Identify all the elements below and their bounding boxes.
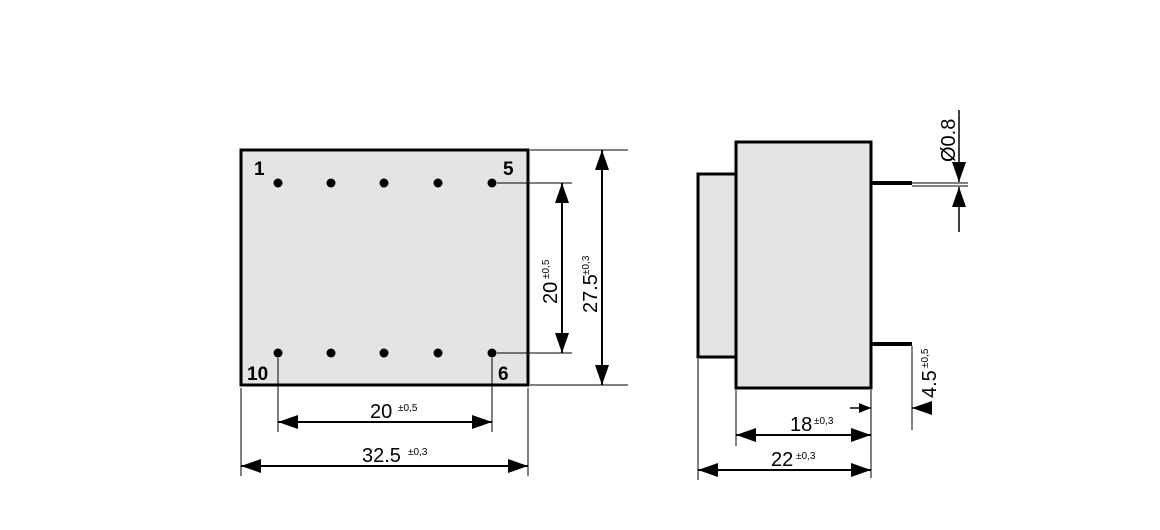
dim-value-pin-row-spacing: 20 [370,401,392,423]
pin-dot [433,178,443,188]
dim-label-overall-height: 27.5 ±0,3 [580,255,602,313]
pin-label-6: 6 [498,364,509,385]
dim-tol-overall-height: ±0,3 [581,255,592,275]
dim-value-body-depth: 18 [790,414,812,436]
pin-label-5: 5 [503,159,514,180]
dim-label-pin-pitch-vertical: 20 ±0,5 [540,259,562,304]
pin-label-1: 1 [254,159,265,180]
pin-row-bottom [273,348,497,358]
dim-label-pin-length: 4.5 ±0,5 [919,348,941,398]
dim-tol-overall-width: ±0,3 [408,447,428,458]
dim-tol-pin-row-spacing: ±0,5 [398,403,418,414]
dim-value-pin-length: 4.5 [919,370,941,398]
side-view-extension-lines [697,182,968,480]
dim-tol-pin-pitch-vertical: ±0,5 [541,259,552,279]
dim-label-pin-diameter: Ø0.8 [938,119,960,162]
pin-dot [487,348,497,358]
dim-tol-body-depth: ±0,3 [814,416,834,427]
top-view: 1 5 10 6 20 ±0,5 32.5 ±0,3 20 ±0,5 [239,148,628,476]
side-view-core [696,172,738,359]
top-view-body [239,148,530,387]
pin-dot [433,348,443,358]
dim-value-pin-pitch-vertical: 20 [540,282,562,304]
pin-dot [326,348,336,358]
pin-label-10: 10 [247,364,268,385]
pin-dot [273,178,283,188]
pin-dot [273,348,283,358]
pin-dot [379,348,389,358]
dim-value-overall-width: 32.5 [362,445,401,467]
dim-value-overall-depth: 22 [771,449,793,471]
dim-value-pin-diameter: Ø0.8 [938,119,960,162]
dim-tol-overall-depth: ±0,3 [796,451,816,462]
pin-dot [379,178,389,188]
pin-row-top [273,178,497,188]
dim-value-overall-height: 27.5 [580,274,602,313]
side-view: Ø0.8 4.5 ±0,5 18 ±0,3 22 ±0,3 [696,110,968,480]
pin-dot [326,178,336,188]
dim-tol-pin-length: ±0,5 [920,348,931,368]
side-view-body [734,140,873,390]
pin-dot [487,178,497,188]
